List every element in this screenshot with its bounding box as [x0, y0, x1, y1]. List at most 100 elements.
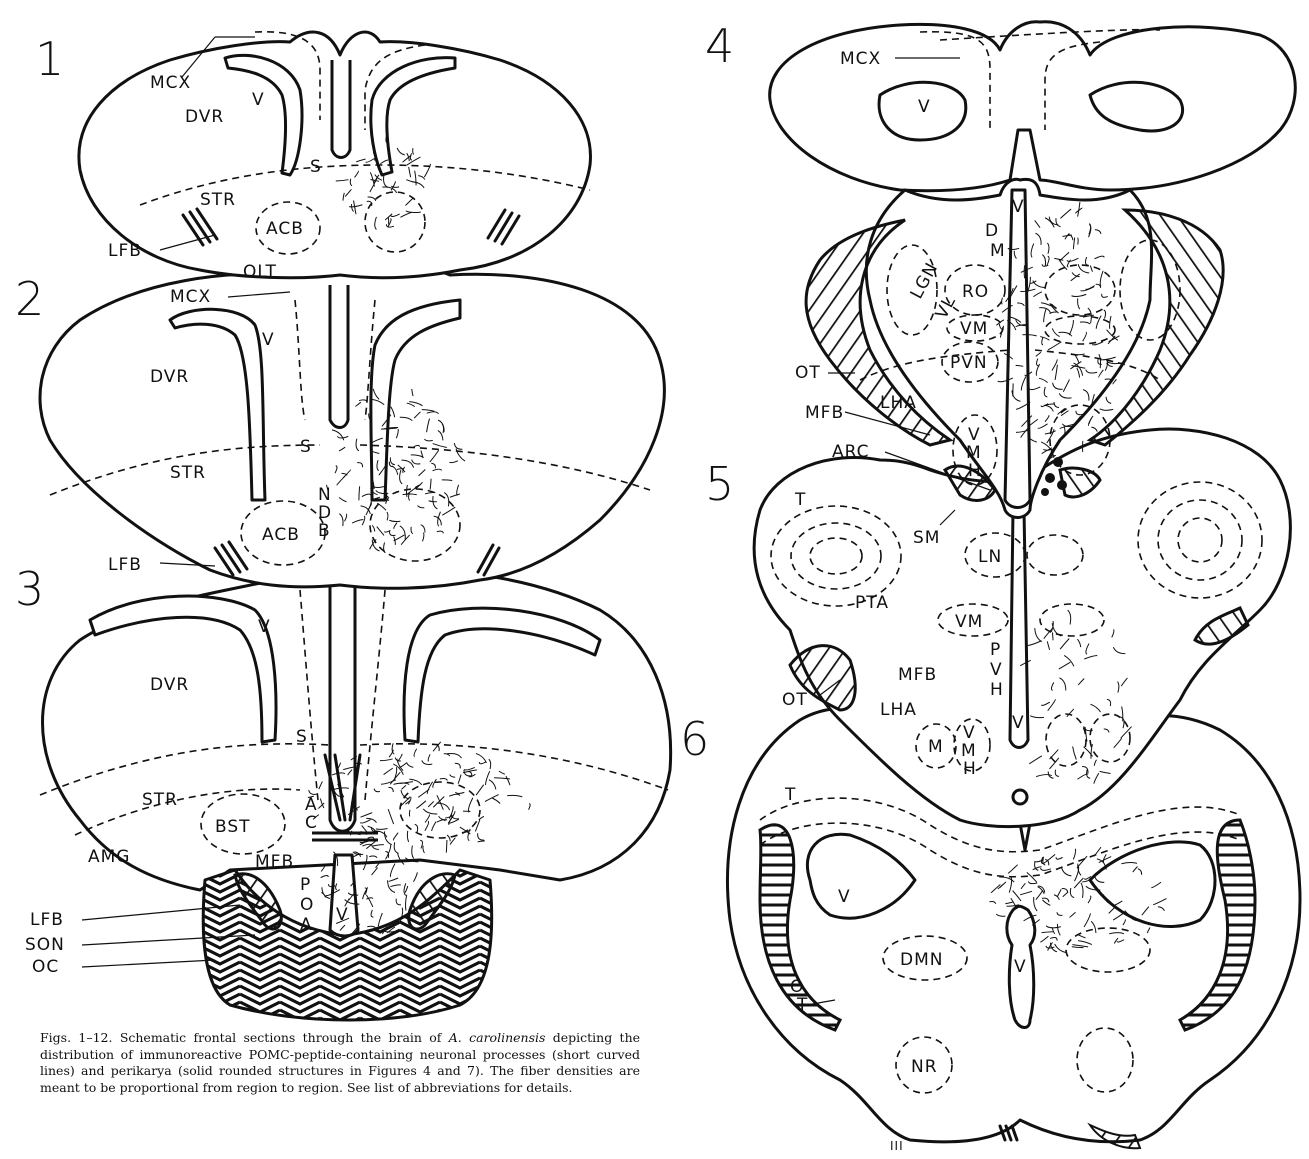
fiber-stroke	[404, 883, 406, 895]
figure-number-1: 1	[35, 32, 64, 86]
fiber-stroke	[378, 913, 382, 926]
label-m: M	[928, 737, 944, 757]
label-str: STR	[200, 190, 236, 210]
section-2-outline	[40, 265, 664, 588]
caption-species: A. carolinensis	[449, 1030, 546, 1045]
fiber-stroke	[321, 866, 324, 871]
label-ln: LN	[978, 547, 1002, 567]
fiber-stroke	[1053, 632, 1054, 640]
label-acb: ACB	[262, 525, 300, 545]
label-lha: LHA	[880, 700, 917, 720]
label-septum: S	[300, 437, 312, 457]
label-ventricle: V	[258, 617, 271, 637]
section-3	[40, 563, 671, 1020]
fiber-stroke	[446, 840, 447, 853]
label-ventricle-3: V	[336, 905, 349, 925]
label-dmn: DMN	[900, 950, 943, 970]
label-mcx: MCX	[150, 73, 191, 93]
label-ventricle-4: V	[1012, 197, 1025, 217]
figure-number-3: 3	[15, 562, 44, 616]
label-str: STR	[170, 463, 206, 483]
label-mfb: MFB	[898, 665, 937, 685]
label-ventricle: V	[918, 97, 931, 117]
label-ro: RO	[962, 282, 989, 302]
label-dvr: DVR	[150, 367, 189, 387]
label-son: SON	[25, 935, 65, 955]
midline-s2	[330, 285, 348, 428]
label-mcx: MCX	[170, 287, 211, 307]
fiber-stroke	[390, 864, 395, 877]
label-lha: LHA	[880, 393, 917, 413]
label-t: T	[794, 490, 806, 510]
fiber-stroke	[414, 872, 418, 881]
label-vm: VM	[955, 612, 983, 632]
label-ventricle: V	[1012, 713, 1025, 733]
label-iii: III	[890, 1139, 904, 1153]
label-str: STR	[142, 790, 178, 810]
label-ventricle: V	[252, 90, 265, 110]
third-ventricle-s5	[1010, 510, 1028, 748]
figure-number-2: 2	[15, 272, 44, 326]
fiber-stroke	[389, 878, 398, 881]
fiber-stroke	[371, 910, 373, 917]
fiber-stroke	[442, 480, 452, 481]
fiber-stroke	[1106, 397, 1111, 404]
section-4-outline-telencephalon	[770, 22, 1296, 191]
label-septum: S	[310, 157, 322, 177]
label-ot: OT	[782, 690, 808, 710]
label-lfb: LFB	[108, 555, 142, 575]
label-arc: ARC	[832, 442, 869, 462]
figure-number-5: 5	[705, 457, 734, 511]
label-oc: OC	[32, 957, 59, 977]
label-ventricle: V	[262, 330, 275, 350]
label-ventricle-6: V	[1014, 957, 1027, 977]
fiber-stroke	[405, 886, 408, 893]
label-amg: AMG	[88, 847, 130, 867]
fiber-stroke	[372, 868, 378, 876]
label-ventricle: V	[838, 887, 851, 907]
fiber-stroke	[1100, 409, 1113, 410]
fiber-stroke	[1091, 427, 1097, 431]
caption-lead: Figs. 1–12. Schematic frontal sections t…	[40, 1030, 449, 1045]
label-lfb: LFB	[30, 910, 64, 930]
fiber-stroke	[363, 887, 368, 899]
label-dvr: DVR	[185, 107, 224, 127]
label-vm: VM	[960, 319, 988, 339]
fiber-stroke	[406, 895, 407, 911]
fiber-stroke	[390, 885, 400, 887]
label-ot: OT	[795, 363, 821, 383]
midline-s1	[332, 60, 350, 158]
fiber-stroke	[366, 898, 373, 899]
fiber-stroke	[321, 876, 329, 878]
fiber-stroke	[357, 774, 358, 781]
label-mfb: MFB	[805, 403, 844, 423]
label-nr: NR	[911, 1057, 938, 1077]
label-bst: BST	[215, 817, 251, 837]
label-mfb: MFB	[255, 852, 294, 872]
label-dvr: DVR	[150, 675, 189, 695]
label-acb: ACB	[266, 219, 304, 239]
label-lfb: LFB	[108, 241, 142, 261]
figure-number-4: 4	[705, 19, 734, 73]
fiber-stroke	[409, 810, 410, 817]
label-pvn: PVN	[950, 353, 988, 373]
label-sm: SM	[913, 528, 940, 548]
label-ac: AC	[305, 795, 318, 833]
section-2	[40, 265, 664, 588]
figure-number-6: 6	[680, 712, 709, 766]
label-vmh: VMH	[966, 425, 982, 481]
label-olt: OLT	[243, 262, 277, 282]
label-poa: POA	[300, 875, 314, 935]
label-ndb: NDB	[318, 485, 332, 541]
figure-caption: Figs. 1–12. Schematic frontal sections t…	[40, 1030, 640, 1156]
section-1	[79, 32, 591, 278]
fiber-stroke	[396, 899, 401, 905]
label-vmh: VMH	[961, 723, 977, 779]
label-mcx: MCX	[840, 49, 881, 69]
fiber-stroke	[366, 895, 373, 907]
label-septum: S	[296, 727, 308, 747]
label-t: T	[784, 785, 796, 805]
label-pta: PTA	[855, 593, 889, 613]
